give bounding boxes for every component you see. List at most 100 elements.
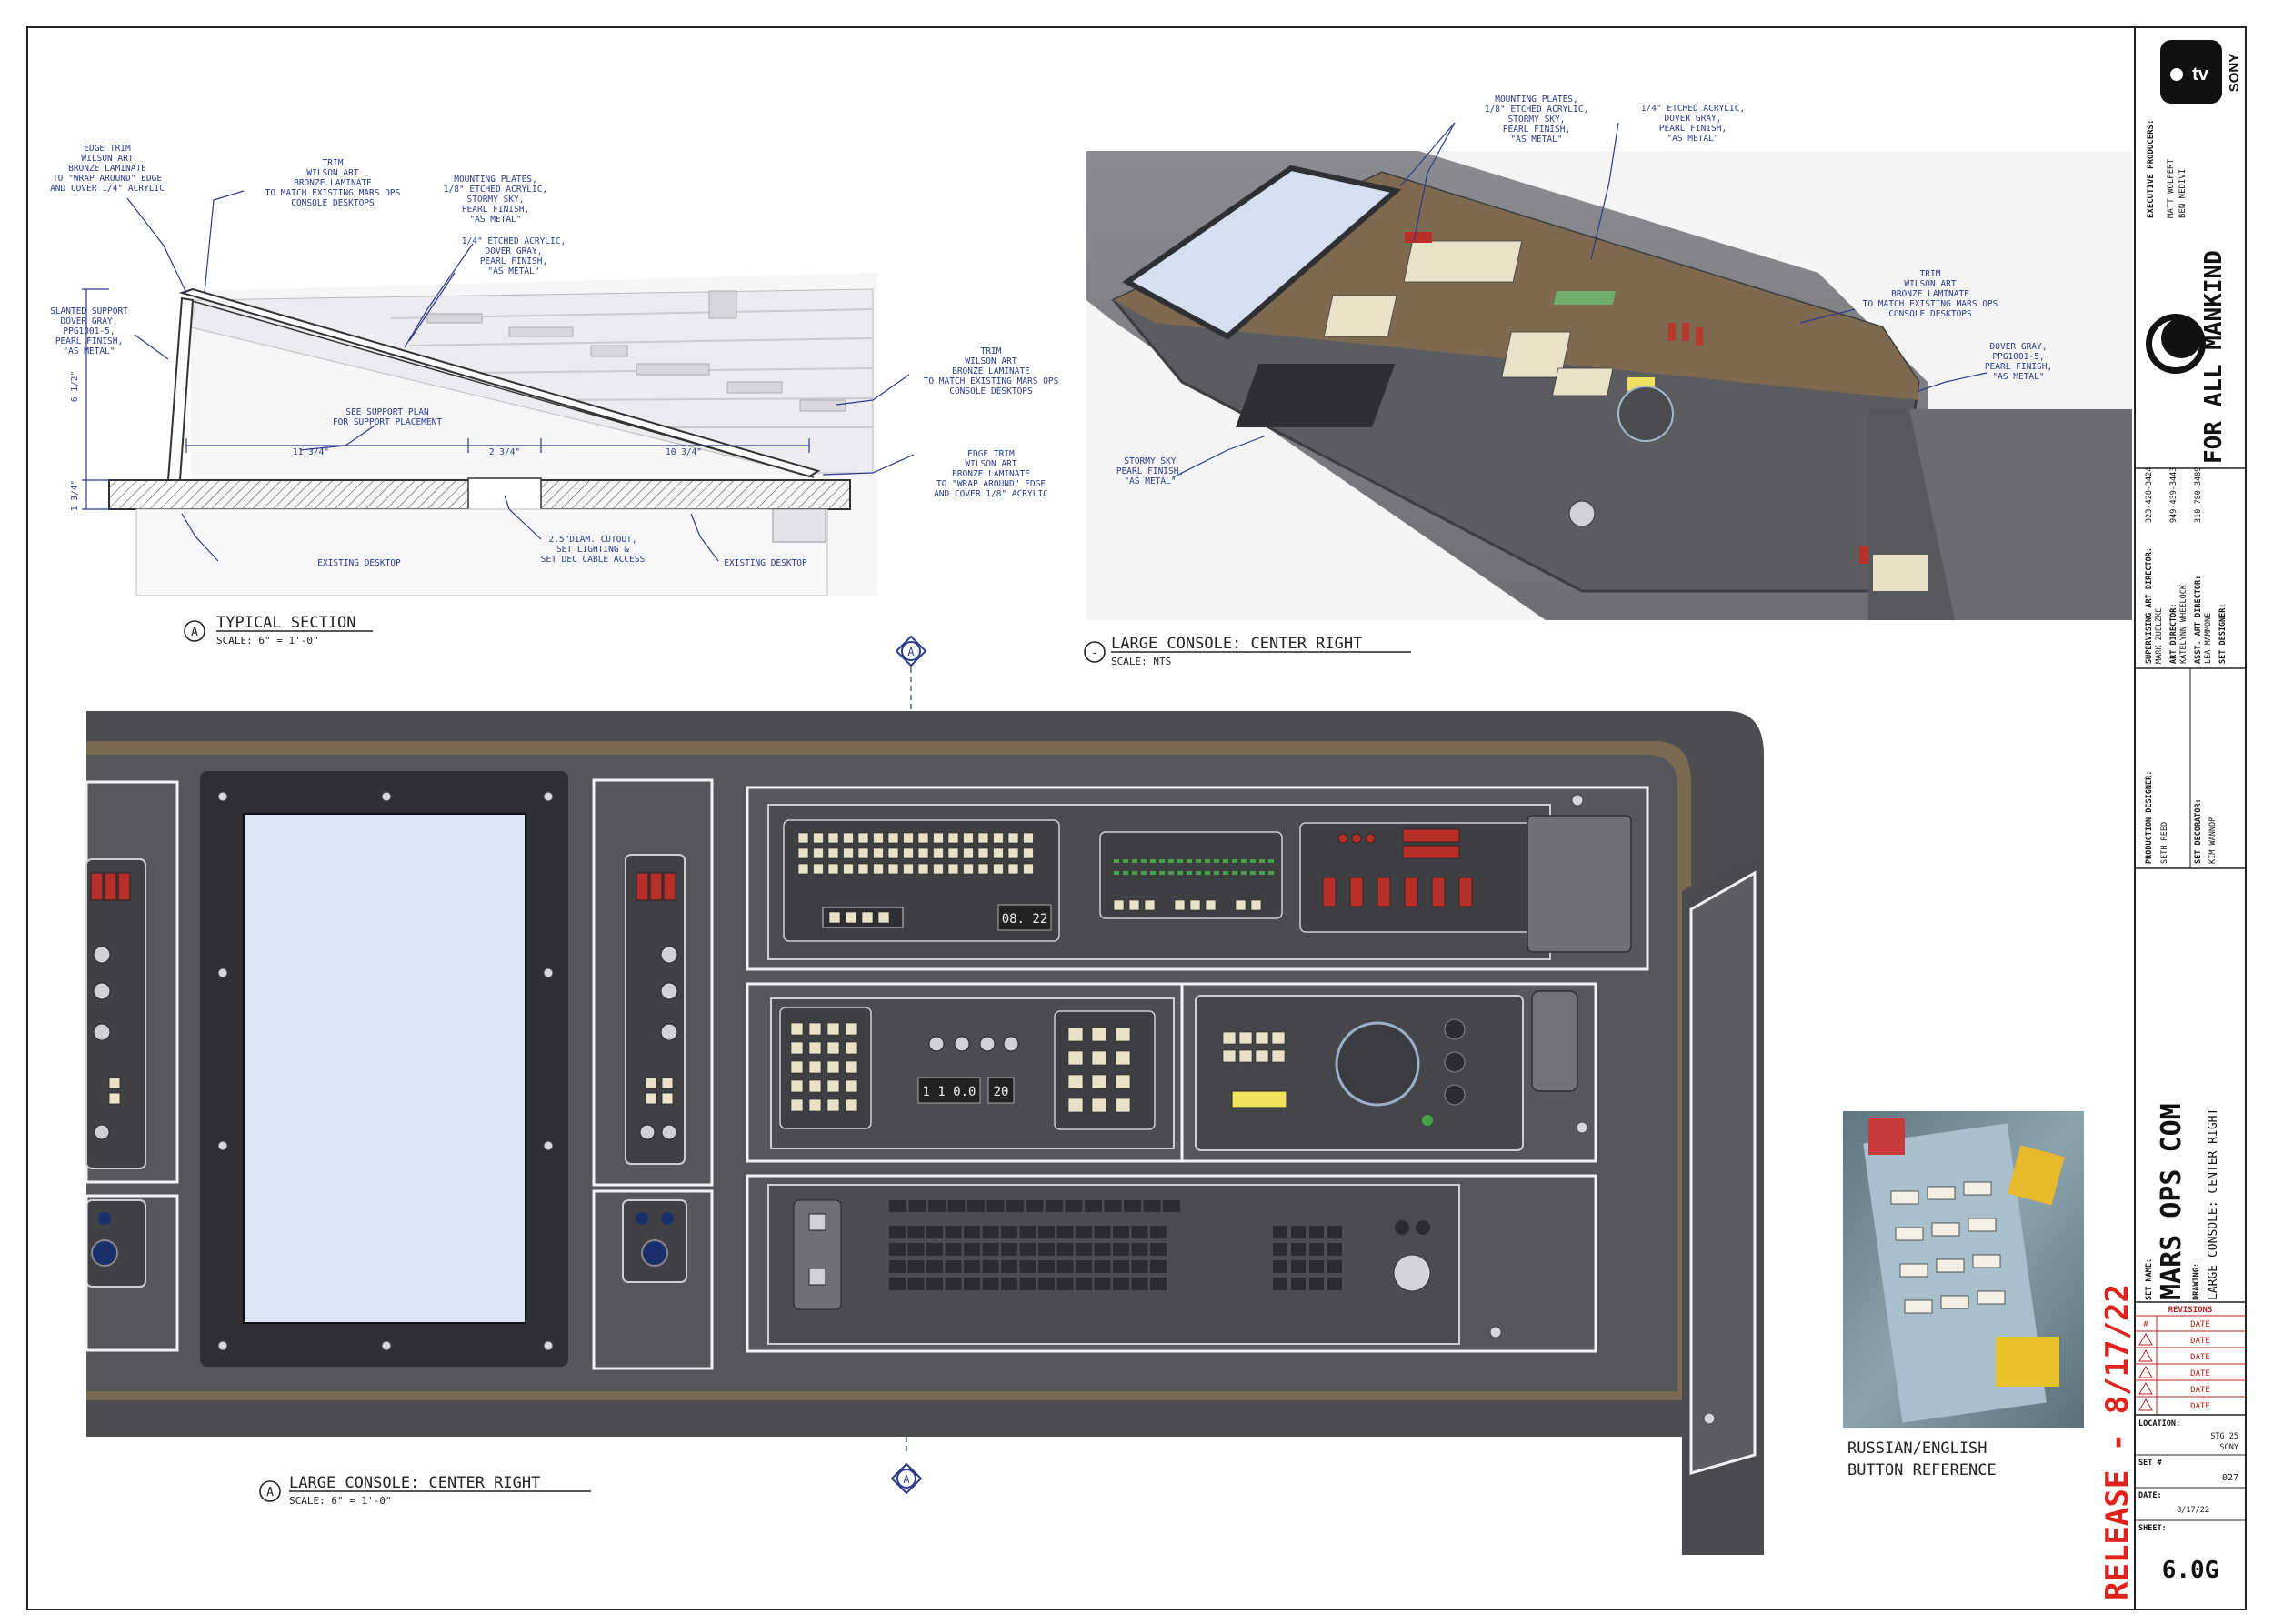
keyboard-key [1150,1243,1167,1256]
console-key [947,847,959,859]
credit-name: LEA MAMMONE [2204,613,2213,664]
status-led [1268,871,1274,875]
keyboard-key [1113,1260,1129,1273]
status-led [1214,871,1219,875]
keyboard-key [1038,1243,1055,1256]
console-key [1115,1050,1131,1066]
keyboard-key [926,1243,943,1256]
keyboard-key [1113,1243,1129,1256]
keyboard-key [1131,1260,1148,1273]
note-existing-desktop-left: EXISTING DESKTOP [317,558,401,568]
set-num-label: SET # [2138,1459,2162,1468]
keyboard-key [1076,1278,1092,1290]
status-led [1168,859,1174,863]
revision-date: DATE [2190,1386,2210,1395]
render-leaders [1172,122,1988,478]
status-led [1159,871,1165,875]
console-key [993,847,1004,859]
console-key [790,1041,804,1055]
console-key [963,832,974,844]
console-key [1067,1098,1084,1113]
reference-caption-line-1: RUSSIAN/ENGLISH [1847,1439,1988,1458]
render-annotations: MOUNTING PLATES,1/8" ETCHED ACRYLIC,STOR… [1116,95,2052,486]
elevation-bubble: A [266,1486,274,1499]
status-led [1196,871,1201,875]
render-bubble: - [1091,647,1098,660]
console-key [857,847,869,859]
keyboard-key [964,1278,980,1290]
keyboard-key [964,1243,980,1256]
console-key [813,832,824,844]
keyboard-key [1046,1200,1063,1212]
keyboard-key [1056,1278,1074,1290]
keyboard-key [964,1226,980,1238]
console-key [1007,847,1019,859]
section-scale: SCALE: 6" = 1'-0" [216,635,319,647]
console-key [808,1060,822,1074]
keyboard-key [967,1200,985,1212]
credit-phone: 323-428-3424 [2145,467,2154,523]
revision-date: DATE [2190,1337,2210,1346]
revision-date: DATE [2190,1369,2210,1378]
status-led [1141,859,1147,863]
status-led [1232,859,1237,863]
console-key [845,1022,858,1036]
status-led [1150,859,1156,863]
keyboard-key [982,1226,999,1238]
keyboard-key [947,1200,966,1212]
console-key [963,863,974,875]
credit-role: ART DIRECTOR: [2169,603,2178,664]
keyboard-key [1006,1200,1024,1212]
console-key [933,832,944,844]
section-marker-top-label: A [907,646,915,658]
keyboard-key [1038,1260,1055,1273]
console-key [903,832,914,844]
console-key [845,1060,858,1074]
status-led [1114,871,1119,875]
console-key [933,863,944,875]
console-key [873,832,884,844]
status-led [1187,859,1192,863]
keyboard-key [926,1226,943,1238]
keyboard-key [1309,1243,1324,1256]
keyboard-key [1001,1278,1017,1290]
keyboard-key [945,1226,962,1238]
elevation-title: A LARGE CONSOLE: CENTER RIGHT SCALE: 6" … [259,1474,591,1507]
keyboard-key [945,1260,962,1273]
keyboard-key [1327,1226,1342,1238]
status-led [1159,859,1165,863]
console-key [887,832,899,844]
console-key [857,832,869,844]
location-line-1: STG 25 [2210,1432,2238,1441]
console-key [843,847,854,859]
section-marker-top: A [895,635,927,718]
keyboard-key [945,1243,962,1256]
console-key [977,832,989,844]
keyboard-key [1291,1260,1306,1273]
keyboard-key [964,1260,980,1273]
note-existing-desktop-right: EXISTING DESKTOP [724,558,807,568]
console-key [790,1079,804,1093]
revisions-date-header: DATE [2190,1320,2210,1329]
set-decorator-name: KIM WANNOP [2208,817,2218,864]
keyboard-key [1094,1260,1111,1273]
status-led [1177,859,1183,863]
keyboard-key [1001,1243,1017,1256]
keyboard-key [1163,1200,1180,1212]
release-stamp: RELEASE - 8/17/22 [2099,1284,2136,1600]
status-led [1259,871,1265,875]
exec-producers-label: EXECUTIVE PRODUCERS: [2147,120,2156,218]
status-led [1250,859,1256,863]
credit-phone: 310-780-3489 [2194,467,2203,523]
status-led [1114,859,1119,863]
keyboard-key [1113,1226,1129,1238]
console-key [813,847,824,859]
console-key [873,847,884,859]
console-key [1115,1027,1131,1042]
set-decorator-label: SET DECORATOR: [2194,798,2203,864]
location-label: LOCATION: [2138,1419,2180,1429]
